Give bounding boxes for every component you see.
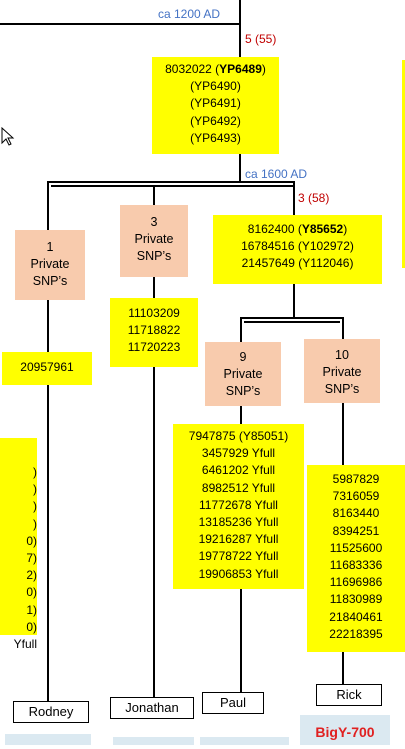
snp-row: (YP6493) (190, 130, 241, 145)
bottom-box-jonathan (113, 737, 194, 745)
snp-box-rick: 5987829 7316059 8163440 8394251 11525600… (307, 465, 405, 652)
top-branch-line (0, 23, 240, 25)
paul-rick-stem (293, 284, 295, 318)
mid-branch-line-a (47, 181, 295, 183)
snp-box-jonathan: 11103209 11718822 11720223 (110, 298, 198, 367)
private-snp-box-paul: 9 Private SNP’s (205, 342, 281, 406)
right-edge-box (402, 60, 405, 268)
subclade-snp-box: 8162400 (Y85652) 16784516 (Y102972) 2145… (213, 215, 382, 284)
bottom-box-rodney (5, 734, 91, 745)
bottom-box-paul (200, 737, 289, 745)
mid-stem (239, 154, 241, 182)
drop-paul (240, 317, 242, 343)
drop-jonathan (153, 185, 155, 207)
name-box-rick: Rick (316, 684, 382, 706)
paul-rick-branch-a (240, 317, 344, 319)
date-label-1200: ca 1200 AD (158, 7, 221, 21)
name-box-jonathan: Jonathan (110, 697, 194, 719)
drop-rodney (47, 181, 49, 231)
date-label-1600: ca 1600 AD (245, 167, 308, 181)
paul-rick-branch-b (244, 321, 340, 323)
drop-rick (342, 317, 344, 339)
bigy-badge: BigY-700 (300, 715, 390, 745)
name-box-paul: Paul (202, 692, 264, 714)
mid-branch-line-b (51, 185, 295, 187)
rodney-line (47, 300, 49, 705)
snp-row: (YP6492) (190, 113, 241, 128)
private-snp-box-rick: 10 Private SNP’s (304, 339, 380, 403)
snp-row: (YP6491) (190, 96, 241, 111)
snp-box-rodney: 20957961 (2, 352, 92, 385)
top-stem (239, 0, 241, 57)
mouse-cursor-icon (1, 127, 15, 146)
snp-row: (YP6490) (190, 79, 241, 94)
snp-box-left-partial: ) ) ) ) 0) 7) 2) 0) 1) 0) Yfull (0, 438, 37, 651)
ancestral-snp-box: 8032022 (YP6489) (YP6490) (YP6491) (YP64… (152, 57, 279, 154)
private-snp-box-jonathan: 3 Private SNP’s (120, 205, 188, 277)
bigy-label: BigY-700 (315, 724, 375, 740)
snp-count-mid: 3 (58) (298, 191, 330, 205)
snp-count-top: 5 (55) (245, 32, 277, 46)
snp-box-paul: 7947875 (Y85051) 3457929 Yfull 6461202 Y… (173, 424, 304, 589)
drop-right (293, 181, 295, 216)
private-snp-box-rodney: 1 Private SNP’s (15, 230, 85, 300)
jonathan-line (153, 277, 155, 697)
name-box-rodney: Rodney (13, 701, 89, 723)
ancestral-snp-header: 8032022 (YP6489) (165, 62, 266, 76)
